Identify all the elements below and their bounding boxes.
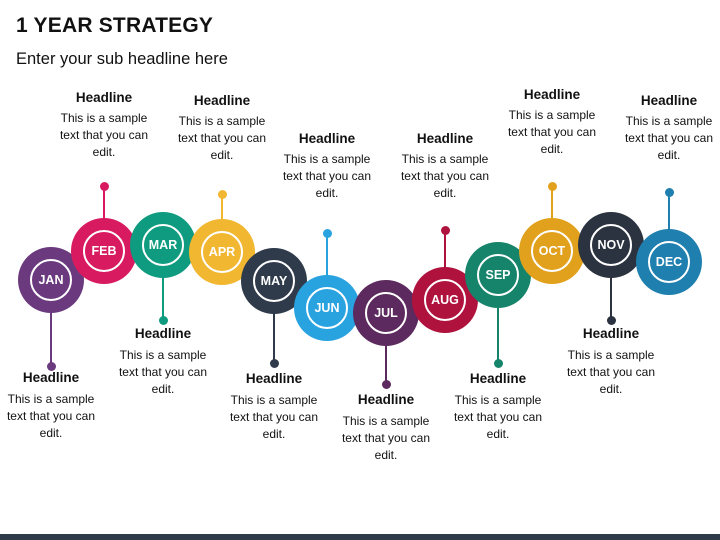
feb-month-label: FEB: [83, 230, 125, 272]
apr-connector-line: [221, 194, 223, 221]
feb-headline: Headline: [75, 90, 133, 105]
jun-month-circle: JUN: [294, 275, 360, 341]
jan-connector-dot: [46, 361, 56, 371]
aug-connector-line: [444, 230, 446, 269]
feb-connector-dot: [99, 181, 109, 191]
nov-headline: Headline: [582, 326, 640, 341]
jul-body-text: This is a sample text that you can edit.: [341, 414, 431, 462]
jun-headline: Headline: [298, 131, 356, 146]
may-connector-dot: [269, 358, 279, 368]
sep-connector-dot: [493, 358, 503, 368]
feb-month-circle: FEB: [71, 218, 137, 284]
feb-body-text: This is a sample text that you can edit.: [59, 111, 149, 159]
sep-connector-line: [497, 306, 499, 363]
jan-connector-line: [50, 311, 52, 366]
nov-body-text: This is a sample text that you can edit.: [566, 348, 656, 396]
oct-month-label: OCT: [531, 230, 573, 272]
apr-body-text: This is a sample text that you can edit.: [177, 114, 267, 162]
sep-body-text: This is a sample text that you can edit.: [453, 393, 543, 441]
apr-month-label: APR: [201, 231, 243, 273]
mar-headline: Headline: [134, 326, 192, 341]
oct-month-circle: OCT: [519, 218, 585, 284]
dec-month-label: DEC: [648, 241, 690, 283]
nov-connector-dot: [606, 315, 616, 325]
jan-month-label: JAN: [30, 259, 72, 301]
dec-headline: Headline: [640, 93, 698, 108]
jul-headline: Headline: [357, 392, 415, 407]
mar-month-label: MAR: [142, 224, 184, 266]
apr-headline: Headline: [193, 93, 251, 108]
jun-connector-dot: [322, 228, 332, 238]
oct-body-text: This is a sample text that you can edit.: [507, 108, 597, 156]
oct-connector-line: [551, 186, 553, 220]
dec-connector-line: [668, 192, 670, 231]
jul-connector-dot: [381, 379, 391, 389]
may-body-text: This is a sample text that you can edit.: [229, 393, 319, 441]
aug-headline: Headline: [416, 131, 474, 146]
dec-body-text: This is a sample text that you can edit.: [624, 114, 714, 162]
jun-connector-line: [326, 233, 328, 277]
sep-month-label: SEP: [477, 254, 519, 296]
aug-body-text: This is a sample text that you can edit.: [400, 152, 490, 200]
nov-month-circle: NOV: [578, 212, 644, 278]
jun-body-text: This is a sample text that you can edit.: [282, 152, 372, 200]
jan-body-text: This is a sample text that you can edit.: [6, 392, 96, 440]
may-headline: Headline: [245, 371, 303, 386]
jul-month-circle: JUL: [353, 280, 419, 346]
bottom-bar: [0, 534, 720, 540]
aug-connector-dot: [440, 225, 450, 235]
apr-connector-dot: [217, 189, 227, 199]
mar-connector-line: [162, 276, 164, 320]
may-month-label: MAY: [253, 260, 295, 302]
aug-month-label: AUG: [424, 279, 466, 321]
nov-month-label: NOV: [590, 224, 632, 266]
page-title: 1 YEAR STRATEGY: [16, 14, 214, 37]
sep-headline: Headline: [469, 371, 527, 386]
jan-month-circle: JAN: [18, 247, 84, 313]
oct-headline: Headline: [523, 87, 581, 102]
dec-connector-dot: [664, 187, 674, 197]
jun-month-label: JUN: [306, 287, 348, 329]
jan-headline: Headline: [22, 370, 80, 385]
jul-month-label: JUL: [365, 292, 407, 334]
jul-connector-line: [385, 344, 387, 384]
mar-month-circle: MAR: [130, 212, 196, 278]
dec-month-circle: DEC: [636, 229, 702, 295]
may-connector-line: [273, 312, 275, 363]
mar-body-text: This is a sample text that you can edit.: [118, 348, 208, 396]
mar-connector-dot: [158, 315, 168, 325]
feb-connector-line: [103, 186, 105, 220]
nov-connector-line: [610, 276, 612, 320]
oct-connector-dot: [547, 181, 557, 191]
page-subtitle: Enter your sub headline here: [16, 50, 228, 68]
